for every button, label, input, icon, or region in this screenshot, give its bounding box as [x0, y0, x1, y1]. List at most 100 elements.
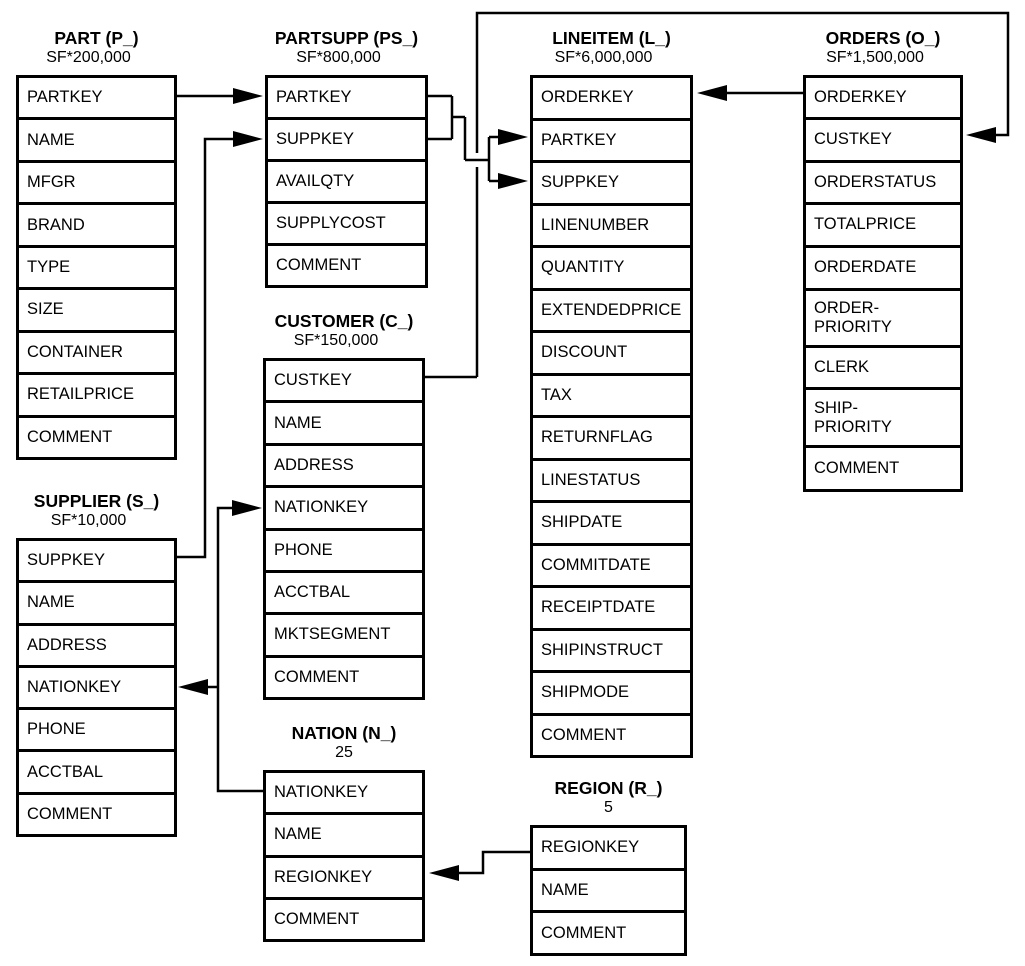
connector-nation-supplier: [178, 679, 218, 695]
arrowhead-left-icon: [697, 85, 727, 101]
column-label: ORDER- PRIORITY: [814, 298, 892, 336]
table-row: ORDERKEY: [806, 78, 960, 117]
column-label: EXTENDEDPRICE: [541, 300, 682, 319]
table-row: BRAND: [19, 202, 174, 244]
column-label: LINENUMBER: [541, 215, 650, 234]
column-label: NAME: [27, 593, 75, 612]
table-cardinality: 25: [335, 744, 353, 761]
column-label: SHIP- PRIORITY: [814, 398, 892, 436]
arrowhead-right-icon: [498, 129, 528, 145]
table-row: ORDERSTATUS: [806, 159, 960, 202]
table-row: SUPPKEY: [268, 117, 425, 159]
column-label: ADDRESS: [274, 455, 354, 474]
table-cardinality: SF*10,000: [50, 512, 127, 529]
column-label: NATIONKEY: [274, 783, 369, 802]
arrowhead-left-icon: [429, 865, 459, 881]
column-label: SHIPDATE: [541, 513, 623, 532]
column-label: COMMENT: [541, 725, 627, 744]
table-title: CUSTOMER (C_): [274, 311, 414, 331]
table-row: CLERK: [806, 344, 960, 388]
table-row: CUSTKEY: [806, 116, 960, 160]
table-title: PART (P_): [54, 28, 139, 48]
column-label: ORDERSTATUS: [814, 172, 937, 191]
column-label: NAME: [541, 881, 589, 899]
table-row: ORDER- PRIORITY: [806, 287, 960, 345]
column-label: ORDERDATE: [814, 258, 917, 277]
table-row: NAME: [533, 867, 684, 911]
column-label: AVAILQTY: [276, 172, 355, 190]
column-label: COMMENT: [814, 459, 900, 478]
table-row: LINENUMBER: [533, 202, 690, 246]
column-label: TYPE: [27, 257, 71, 276]
column-label: LINESTATUS: [541, 470, 641, 489]
column-label: SUPPLYCOST: [276, 214, 386, 232]
column-label: MFGR: [27, 173, 76, 192]
column-label: MKTSEGMENT: [274, 625, 391, 644]
table-row: MKTSEGMENT: [266, 612, 422, 654]
table-row: ADDRESS: [19, 622, 174, 665]
table-row: NATIONKEY: [266, 485, 422, 527]
column-label: CLERK: [814, 357, 870, 376]
column-label: CONTAINER: [27, 342, 123, 361]
table-row: QUANTITY: [533, 245, 690, 288]
table-title: REGION (R_): [554, 778, 663, 798]
column-label: COMMENT: [27, 427, 113, 446]
table-row: CUSTKEY: [266, 361, 422, 400]
arrowhead-left-icon: [966, 127, 996, 143]
column-label: NAME: [274, 413, 322, 432]
column-label: NATIONKEY: [274, 498, 369, 517]
table-row: COMMENT: [533, 910, 684, 953]
table-row: NAME: [19, 117, 174, 159]
table-row: TYPE: [19, 244, 174, 287]
column-label: SHIPINSTRUCT: [541, 640, 663, 659]
table-row: ORDERDATE: [806, 244, 960, 288]
column-label: ACCTBAL: [27, 762, 104, 781]
column-label: COMMENT: [541, 923, 627, 942]
column-label: NAME: [274, 825, 322, 844]
column-label: SUPPKEY: [276, 130, 354, 148]
table-row: PARTKEY: [533, 117, 690, 161]
table-row: AVAILQTY: [268, 159, 425, 201]
column-label: ORDERKEY: [814, 87, 907, 106]
table-row: SHIPINSTRUCT: [533, 627, 690, 671]
connector-partsupp-lineitem: [428, 94, 528, 189]
column-label: REGIONKEY: [274, 867, 373, 886]
column-label: SUPPKEY: [541, 173, 619, 192]
table-row: PHONE: [19, 707, 174, 749]
arrowhead-right-icon: [233, 88, 263, 104]
table-row: COMMENT: [266, 654, 422, 697]
table-cardinality: SF*150,000: [293, 332, 379, 349]
table-row: EXTENDEDPRICE: [533, 287, 690, 331]
table-row: NAME: [266, 812, 422, 854]
table-row: COMMENT: [533, 712, 690, 756]
table-row: COMMENT: [19, 414, 174, 457]
table-row: MFGR: [19, 159, 174, 202]
table-row: DISCOUNT: [533, 330, 690, 373]
column-label: REGIONKEY: [541, 838, 640, 857]
column-label: PHONE: [27, 720, 86, 739]
connector-supplier-partsupp: [177, 131, 263, 559]
column-label: RECEIPTDATE: [541, 598, 656, 617]
connector-orders-lineitem: [697, 85, 803, 101]
arrowhead-left-icon: [178, 679, 208, 695]
table-row: PARTKEY: [268, 78, 425, 117]
column-label: PARTKEY: [27, 88, 103, 107]
column-label: ADDRESS: [27, 635, 107, 654]
column-label: PARTKEY: [541, 130, 617, 149]
connector-region-nation: [429, 850, 530, 881]
table-row: COMMENT: [19, 791, 174, 834]
table-row: COMMENT: [806, 445, 960, 489]
table-row: COMMENT: [268, 243, 425, 285]
table-row: PARTKEY: [19, 78, 174, 117]
table-box: REGIONKEY NAME COMMENT: [530, 825, 687, 956]
table-row: NATIONKEY: [19, 664, 174, 707]
table-cardinality: SF*6,000,000: [554, 49, 653, 66]
table-customer: CUSTOMER (C_) SF*150,000 CUSTKEY NAME ADDR…: [263, 311, 425, 700]
